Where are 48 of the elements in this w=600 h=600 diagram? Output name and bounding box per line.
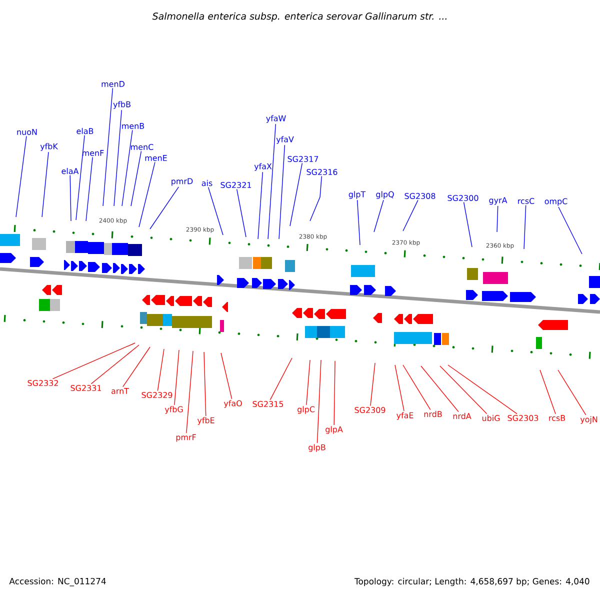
leader-line	[448, 364, 518, 414]
leader-line	[496, 206, 498, 232]
leader-line	[440, 366, 488, 414]
leader-line	[268, 124, 276, 240]
leader-line	[236, 188, 246, 238]
footer-text: Topology: circular; Length: 4,658,697 bp; Genes: 4,040	[354, 578, 590, 586]
leader-line	[86, 156, 93, 222]
leader-line	[70, 174, 72, 222]
leader-line	[174, 350, 180, 406]
leader-line	[186, 350, 194, 434]
leader-line	[334, 360, 336, 426]
leader-line	[540, 370, 556, 414]
leader-line	[16, 136, 27, 218]
leader-line	[150, 186, 179, 230]
leader-line	[42, 152, 49, 218]
leader-line	[402, 364, 431, 410]
leader-line	[270, 358, 292, 400]
leader-line	[90, 344, 140, 384]
leader-line	[258, 172, 263, 240]
leader-line	[558, 370, 586, 416]
leader-line	[402, 200, 418, 232]
leader-line	[310, 176, 322, 222]
leader-line	[102, 88, 113, 206]
leader-line	[463, 202, 472, 248]
leader-line	[356, 200, 360, 246]
leader-line	[76, 134, 85, 220]
leader-line	[208, 186, 224, 236]
leader-line	[524, 204, 526, 250]
leader-line	[316, 360, 322, 444]
leader-line	[114, 110, 122, 206]
title: Salmonella enterica subsp. enterica serovar Gallinarum str. ...	[152, 12, 446, 22]
leader-line	[278, 144, 286, 240]
leader-line	[122, 130, 133, 206]
leader-line	[370, 362, 376, 406]
footer-text: Accession: NC_011274	[9, 578, 106, 586]
leader-line	[290, 162, 303, 226]
leader-line	[306, 360, 310, 406]
leader-line	[204, 352, 206, 416]
leader-line	[374, 200, 384, 232]
leader-line	[220, 352, 232, 400]
leader-line	[52, 342, 136, 380]
leader-line	[138, 162, 156, 228]
leader-line	[157, 348, 164, 392]
leader-line	[394, 364, 404, 412]
leader-line	[558, 206, 582, 254]
leader-line	[130, 150, 142, 206]
leader-line	[420, 366, 459, 412]
leader-line	[122, 346, 150, 388]
